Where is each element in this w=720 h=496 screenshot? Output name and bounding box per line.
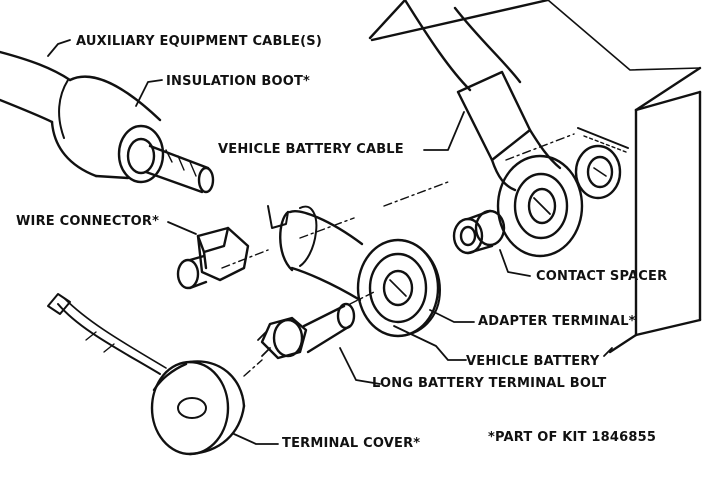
vehicle-battery-cable <box>403 0 584 258</box>
kit-footnote: *PART OF KIT 1846855 <box>488 430 657 445</box>
label-contact-spacer: CONTACT SPACER <box>536 269 668 284</box>
label-terminal-cover: TERMINAL COVER* <box>282 436 421 451</box>
label-vehicle-battery: VEHICLE BATTERY <box>466 354 600 369</box>
label-insulation-boot: INSULATION BOOT* <box>166 74 311 89</box>
assembly-center-line-lower <box>243 291 375 377</box>
contact-spacer <box>452 209 506 255</box>
leader-lines <box>47 39 613 445</box>
long-battery-terminal-bolt <box>257 302 356 360</box>
label-long-battery-terminal-bolt: LONG BATTERY TERMINAL BOLT <box>372 376 607 391</box>
insulation-boot <box>0 50 215 194</box>
vehicle-battery <box>368 0 702 354</box>
label-adapter-terminal: ADAPTER TERMINAL* <box>478 314 636 329</box>
label-vehicle-battery-cable: VEHICLE BATTERY CABLE <box>218 142 404 157</box>
label-auxiliary-equipment-cable: AUXILIARY EQUIPMENT CABLE(S) <box>76 34 322 49</box>
terminal-cover <box>47 293 246 456</box>
label-wire-connector: WIRE CONNECTOR* <box>16 214 160 229</box>
adapter-terminal <box>267 205 441 338</box>
battery-terminal-stud <box>574 127 629 200</box>
assembly-center-line <box>221 133 575 269</box>
wire-connector <box>176 226 250 290</box>
